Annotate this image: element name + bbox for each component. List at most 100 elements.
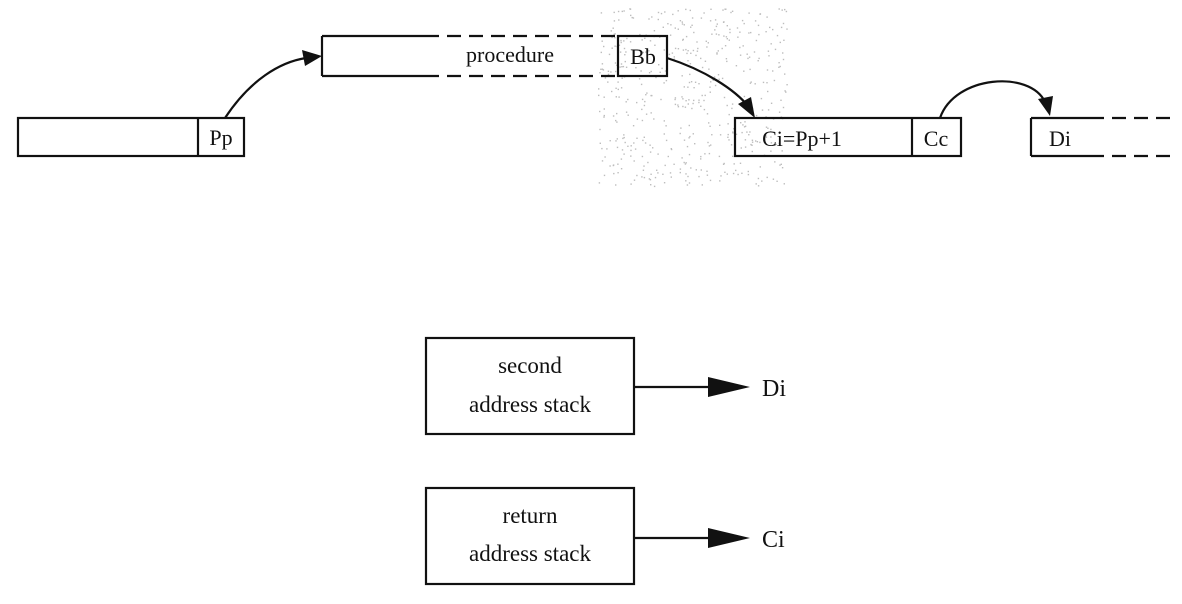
scan-noise-dot xyxy=(701,66,704,69)
scan-noise-dot xyxy=(674,97,677,99)
scan-noise-dot xyxy=(741,131,743,134)
scan-noise-dot xyxy=(619,66,621,68)
scan-noise-dot xyxy=(725,58,728,60)
scan-noise-dot xyxy=(683,161,685,164)
scan-noise-dot xyxy=(636,174,638,177)
scan-noise-dot xyxy=(712,79,714,81)
scan-noise-dot xyxy=(638,78,641,80)
scan-noise-texture xyxy=(598,8,788,188)
scan-noise-dot xyxy=(740,122,742,124)
scan-noise-dot xyxy=(755,39,758,42)
scan-noise-dot xyxy=(610,30,612,32)
scan-noise-dot xyxy=(750,31,752,34)
scan-noise-dot xyxy=(599,72,601,74)
scan-noise-dot xyxy=(613,11,615,14)
scan-noise-dot xyxy=(717,50,719,52)
scan-noise-dot xyxy=(646,92,648,94)
scan-noise-dot xyxy=(644,100,646,103)
scan-noise-dot xyxy=(622,65,625,68)
scan-noise-dot xyxy=(770,142,773,144)
scan-noise-dot xyxy=(748,56,751,58)
second-address-stack-line2: address stack xyxy=(469,392,591,417)
scan-noise-dot xyxy=(686,184,689,186)
scan-noise-dot xyxy=(669,34,672,36)
scan-noise-dot xyxy=(606,148,608,150)
scan-noise-dot xyxy=(733,163,735,165)
scan-noise-dot xyxy=(765,31,767,33)
scan-noise-dot xyxy=(716,52,718,54)
scan-noise-dot xyxy=(648,178,651,180)
scan-noise-dot xyxy=(711,33,713,35)
scan-noise-dot xyxy=(695,169,697,171)
scan-noise-dot xyxy=(653,118,655,120)
scan-noise-dot xyxy=(603,108,605,110)
return-stack-output-label: Ci xyxy=(762,527,785,553)
scan-noise-dot xyxy=(761,180,763,182)
scan-noise-dot xyxy=(657,172,659,174)
scan-noise-dot xyxy=(641,60,644,63)
procedure-block: procedure Bb xyxy=(320,34,669,78)
scan-noise-dot xyxy=(749,131,751,133)
scan-noise-dot xyxy=(642,51,644,54)
scan-noise-dot xyxy=(657,153,659,155)
scan-noise-dot xyxy=(615,96,617,98)
scan-noise-dot xyxy=(774,48,777,51)
scan-noise-dot xyxy=(781,9,783,11)
scan-noise-dot xyxy=(641,98,644,101)
scan-noise-dot xyxy=(765,126,768,128)
scan-noise-dot xyxy=(603,45,605,48)
scan-noise-dot xyxy=(757,60,759,62)
scan-noise-dot xyxy=(603,96,605,98)
scan-noise-dot xyxy=(601,63,604,65)
scan-noise-dot xyxy=(687,175,689,178)
scan-noise-dot xyxy=(687,86,689,88)
scan-noise-dot xyxy=(714,29,716,31)
scan-noise-dot xyxy=(673,58,675,60)
scan-noise-dot xyxy=(615,70,617,73)
cell-bb xyxy=(616,34,669,78)
scan-noise-dot xyxy=(665,79,668,82)
jump-arrow-curve xyxy=(938,80,1046,119)
scan-noise-dot xyxy=(782,22,785,25)
scan-noise-dot xyxy=(663,182,666,184)
scan-noise-dot xyxy=(674,47,677,50)
scan-noise-dot xyxy=(747,170,749,173)
scan-noise-dot xyxy=(643,176,646,179)
scan-noise-dot xyxy=(776,180,778,182)
scan-noise-dot xyxy=(674,98,676,101)
scan-noise-dot xyxy=(704,60,707,62)
scan-noise-dot xyxy=(715,25,718,28)
scan-noise-dot xyxy=(688,81,691,84)
scan-noise-dot xyxy=(681,75,683,77)
scan-noise-dot xyxy=(600,12,603,14)
scan-noise-dot xyxy=(709,91,711,93)
scan-noise-dot xyxy=(641,176,643,178)
scan-noise-dot xyxy=(688,137,690,139)
scan-noise-dot xyxy=(641,39,643,41)
scan-noise-dot xyxy=(779,164,781,166)
scan-noise-dot xyxy=(691,17,694,19)
scan-noise-dot xyxy=(682,105,684,108)
scan-noise-dot xyxy=(601,68,604,70)
scan-noise-dot xyxy=(737,36,739,38)
caller-block-body xyxy=(16,116,246,158)
scan-noise-dot xyxy=(618,96,620,98)
scan-noise-dot xyxy=(731,103,734,105)
scan-noise-dot xyxy=(694,143,696,145)
scan-noise-dot xyxy=(647,161,649,164)
scan-noise-dot xyxy=(751,139,754,141)
scan-noise-dot xyxy=(603,114,605,117)
scan-noise-dot xyxy=(708,122,710,124)
scan-noise-dot xyxy=(685,8,687,11)
scan-noise-dot xyxy=(782,58,785,61)
scan-noise-dot xyxy=(692,49,695,52)
scan-noise-dot xyxy=(733,128,735,130)
scan-noise-dot xyxy=(624,60,626,63)
scan-noise-dot xyxy=(719,180,721,182)
scan-noise-dot xyxy=(722,9,724,11)
scan-noise-dot xyxy=(624,54,626,56)
scan-noise-dot xyxy=(660,12,663,15)
scan-noise-dot xyxy=(682,49,685,51)
scan-noise-dot xyxy=(648,72,651,74)
scan-noise-dot xyxy=(621,149,624,151)
